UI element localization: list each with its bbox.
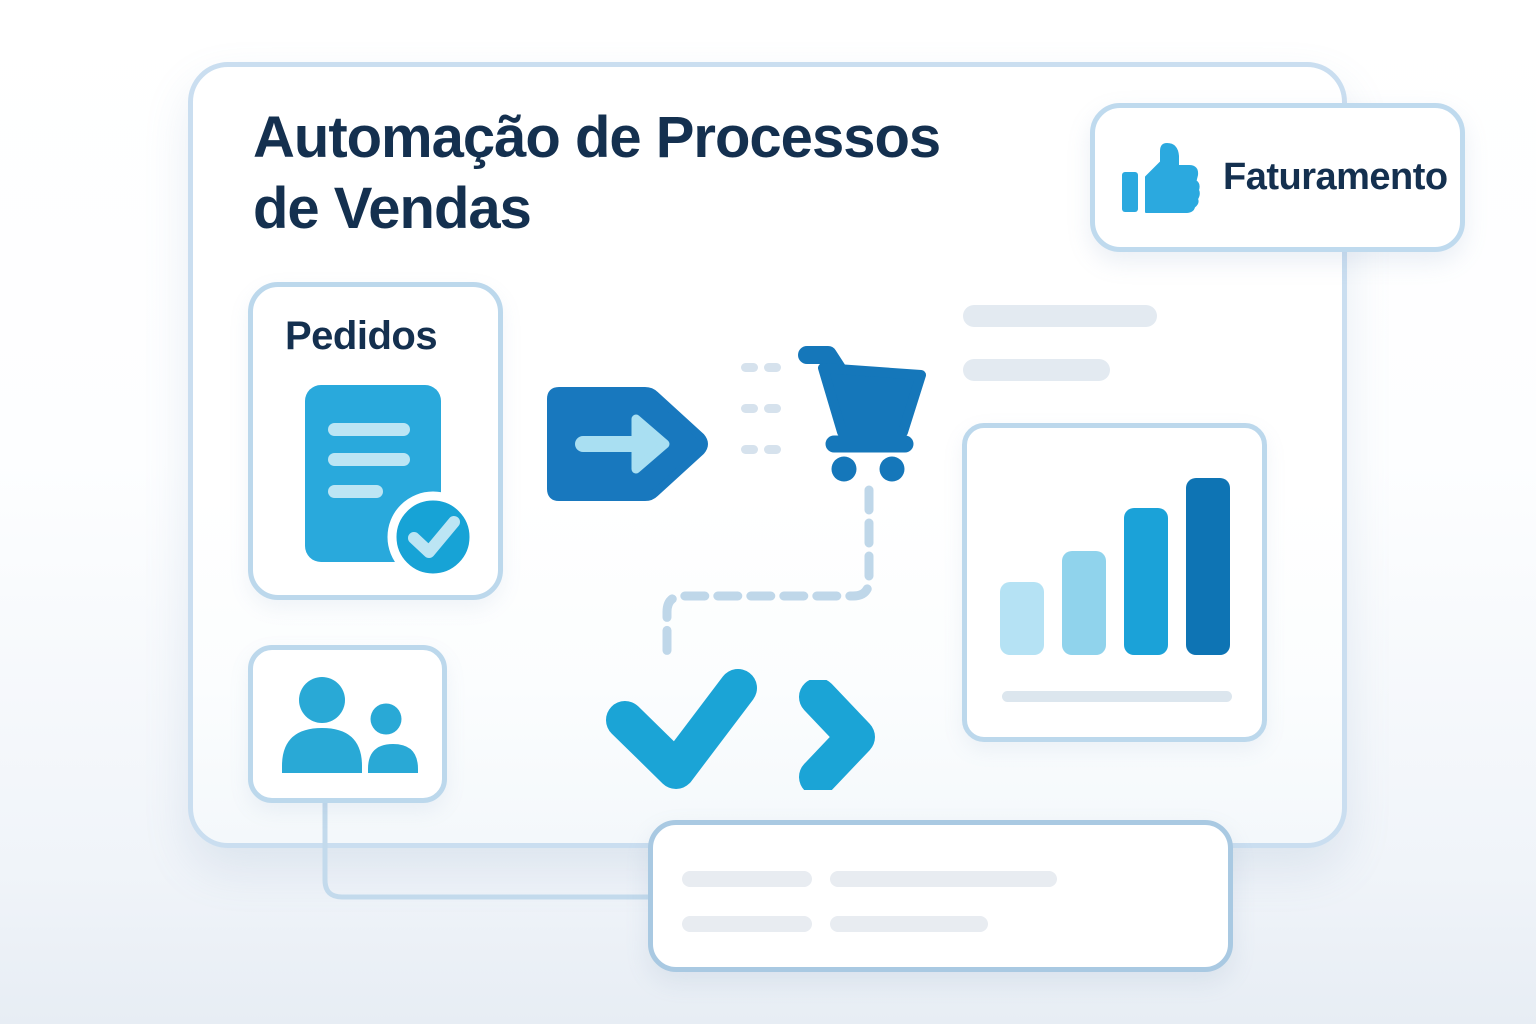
thumbs-up-icon [1122,142,1200,213]
document-check-icon [305,385,479,583]
billing-badge-label: Faturamento [1223,156,1448,198]
placeholder-line [830,916,988,932]
placeholder-line [963,305,1157,327]
chart-bar [1000,582,1044,655]
placeholder-line [830,871,1057,887]
placeholder-line [682,916,812,932]
people-to-bottom-connector-line [322,798,655,900]
people-icon [282,677,418,773]
bar-chart [1000,478,1232,655]
cart-icon [798,346,926,482]
page-title: Automação de Processos de Vendas [253,102,1033,244]
page-title-line2: de Vendas [253,176,532,241]
check-icon [606,669,757,789]
flow-dash [764,404,781,413]
placeholder-line [963,359,1110,381]
tag-arrow-icon [547,387,708,501]
chevron-right-icon [799,680,875,790]
flow-dashes [741,363,786,458]
flow-dash [764,445,781,454]
billing-badge: Faturamento [1090,103,1465,252]
flow-dash [741,404,758,413]
bottom-card [648,820,1233,972]
orders-card: Pedidos [248,282,503,600]
chart-bar [1186,478,1230,655]
customers-card [248,645,447,803]
flow-dash [764,363,781,372]
chart-card [962,423,1267,742]
flow-dash [741,363,758,372]
cart-to-check-dashed-path [662,485,874,657]
page-title-line1: Automação de Processos [253,105,941,170]
chart-bar [1062,551,1106,655]
flow-dash [741,445,758,454]
chart-bar [1124,508,1168,655]
placeholder-line [682,871,812,887]
orders-card-title: Pedidos [285,314,438,358]
chart-baseline [1002,691,1232,702]
